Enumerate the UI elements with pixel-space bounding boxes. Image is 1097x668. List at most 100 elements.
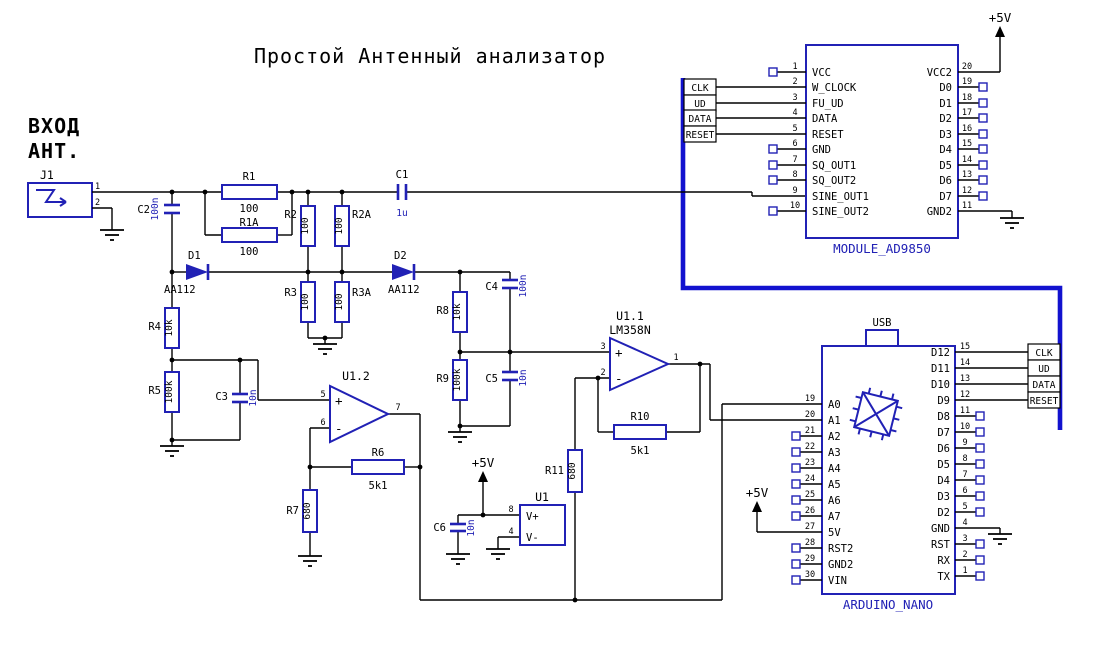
refdes: R2A (352, 209, 372, 221)
pin-number: 2 (792, 77, 797, 87)
refdes: R3A (352, 287, 372, 299)
value: 10k (164, 319, 175, 336)
pin-number: 8 (792, 170, 797, 180)
value: 1u (396, 208, 407, 219)
resistor-r7: R7 680 (286, 489, 318, 533)
refdes: U1 (535, 490, 549, 504)
pin-number: 1 (962, 566, 967, 576)
pin-pad (768, 175, 778, 185)
resistor-body (164, 371, 180, 413)
pin-number: 11 (960, 406, 970, 416)
net-label-ud: UD (694, 99, 706, 110)
pin-number: 1 (95, 182, 100, 192)
schematic-title: Простой Антенный анализатор (254, 44, 606, 68)
pin-name: D11 (931, 363, 950, 375)
capacitor-c5: C5 10n (485, 369, 529, 386)
resistor-body (300, 205, 316, 247)
pin-number: 21 (805, 426, 815, 436)
pin-name: VCC2 (927, 67, 952, 79)
usb-label: USB (873, 317, 892, 329)
ground-symbol (987, 533, 1013, 545)
connector-body (27, 182, 93, 218)
pin-pad (978, 129, 988, 139)
pin-pad (975, 411, 985, 421)
resistor-r2a: R2A 100 (334, 205, 372, 247)
pin-name: D4 (939, 144, 952, 156)
refdes: R3 (284, 287, 297, 299)
opamp-u1-1: U1.1 LM358N + - 3 2 1 (600, 309, 679, 392)
pin-name: D6 (937, 443, 950, 455)
pin-number: 12 (960, 390, 970, 400)
pin-name: D8 (937, 411, 950, 423)
capacitor-c3: C3 10n (215, 389, 259, 406)
value: 100k (452, 368, 463, 391)
resistor-r1a: R1A 100 (221, 217, 278, 258)
refdes: C5 (485, 373, 498, 385)
pin-pad (791, 559, 801, 569)
pin-number: 19 (962, 77, 972, 87)
refdes: R1 (243, 171, 256, 183)
pin-number: 5 (320, 390, 325, 400)
capacitor-c2: C2 100n (137, 198, 180, 220)
capacitor-c4: C4 100n (485, 275, 529, 298)
resistor-r9: R9 100k (436, 359, 468, 401)
pin-number: 25 (805, 490, 815, 500)
pin-number: 22 (805, 442, 815, 452)
pin-number: 11 (962, 201, 972, 211)
pin-number: 28 (805, 538, 815, 548)
resistor-r10: R10 5k1 (613, 411, 667, 457)
refdes: R11 (545, 465, 564, 477)
refdes: C3 (215, 391, 228, 403)
arduino-net-labels: CLK UD DATA RESET (1027, 343, 1061, 409)
ground-symbol (159, 445, 185, 457)
ad9850-net-labels: CLK UD DATA RESET (683, 78, 717, 143)
opamp-body (329, 384, 391, 444)
pin-number: 5 (792, 124, 797, 134)
refdes: U1.1 (616, 309, 644, 323)
pin-number: 3 (962, 534, 967, 544)
pin-pad (791, 495, 801, 505)
ground-symbol (447, 431, 473, 443)
pin-pad (791, 463, 801, 473)
input-label-line1: ВХОД (28, 114, 80, 138)
part-number: LM358N (609, 323, 651, 337)
diode-d2: D2 AA112 (388, 250, 420, 296)
net-label-reset: RESET (1030, 396, 1059, 407)
junction-dots (169, 189, 703, 603)
pin-name: GND (812, 144, 831, 156)
plus-input-sign: + (335, 393, 343, 408)
pin-name: D0 (939, 82, 952, 94)
value: 100 (334, 217, 345, 234)
pin-pad (978, 98, 988, 108)
net-label-ud: UD (1038, 364, 1050, 375)
pin-number: 7 (792, 155, 797, 165)
value: 100 (240, 203, 259, 215)
refdes: C4 (485, 281, 498, 293)
pin-number: 8 (962, 454, 967, 464)
power-arrow-icon (752, 501, 762, 512)
resistor-r1: R1 100 (221, 171, 278, 215)
power-5v-label: +5V (746, 485, 769, 500)
pin-name: VCC (812, 67, 831, 79)
power-5v-arduino: +5V (746, 485, 769, 532)
opamp-u1-2: U1.2 + - 5 6 7 (320, 369, 401, 444)
pin-number: 10 (790, 201, 800, 211)
resistor-r3: R3 100 (284, 281, 316, 323)
refdes: R4 (148, 321, 161, 333)
pin-name: GND (931, 523, 950, 535)
pin-pad (791, 479, 801, 489)
arduino-left-pins: 19 A0 20 A1 21 A2 22 A3 23 A4 24 A5 25 A… (757, 394, 853, 587)
pin-number: 2 (95, 198, 100, 208)
resistor-body (164, 307, 180, 349)
pin-name: D6 (939, 175, 952, 187)
refdes: R10 (631, 411, 650, 423)
pin-name: A5 (828, 479, 841, 491)
net-label-data: DATA (1033, 380, 1056, 391)
pin-number: 10 (960, 422, 970, 432)
pin-pad (975, 491, 985, 501)
pin-number: 9 (792, 186, 797, 196)
resistor-r6: R6 5k1 (351, 447, 405, 492)
pin-number: 4 (962, 518, 967, 528)
pin-number: 3 (600, 342, 605, 352)
